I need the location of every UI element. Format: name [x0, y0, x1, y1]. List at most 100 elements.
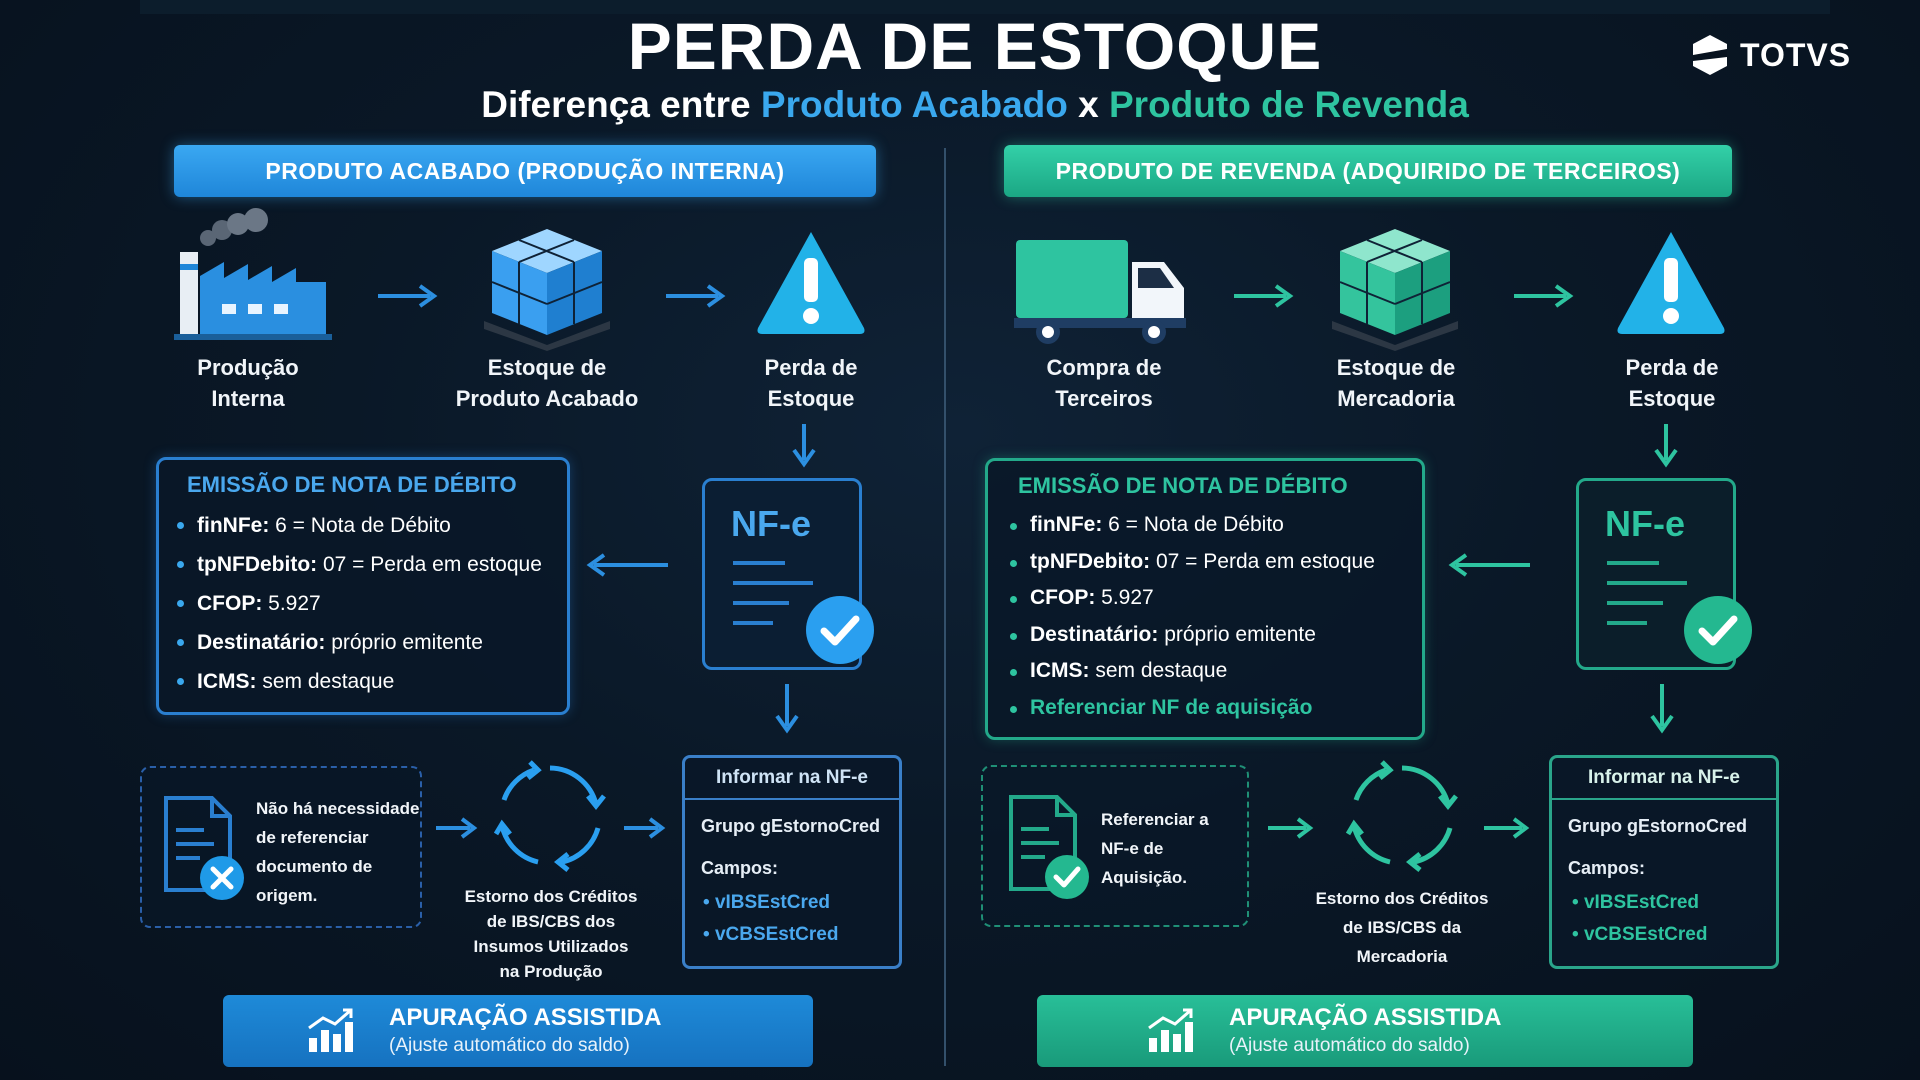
arrow-left-icon: [586, 553, 668, 577]
box-title: EMISSÃO DE NOTA DE DÉBITO: [187, 472, 517, 497]
reference-line: Não há necessidade: [256, 799, 420, 818]
doc-line: [733, 621, 773, 625]
nfe-label: NF-e: [1605, 503, 1685, 544]
doc-line: [733, 581, 813, 585]
step-label: Produção Interna: [148, 352, 348, 414]
info-head: Informar na NF-e: [685, 758, 899, 800]
warning-icon: [1617, 232, 1725, 334]
bar-text: APURAÇÃO ASSISTIDA (Ajuste automático do…: [1229, 1003, 1501, 1059]
subtitle-sep: x: [1078, 84, 1099, 125]
bar-title: APURAÇÃO ASSISTIDA: [389, 1004, 662, 1031]
info-group: Grupo gEstornoCred: [1568, 816, 1747, 836]
reference-line: documento de: [256, 857, 373, 876]
cycle-line: Mercadoria: [1356, 947, 1448, 966]
page-title: PERDA DE ESTOQUE: [627, 9, 1323, 83]
arrow-right-icon: [1234, 284, 1294, 308]
reference-line: de referenciar: [256, 828, 369, 847]
assisted-calc-bar: APURAÇÃO ASSISTIDA (Ajuste automático do…: [223, 995, 813, 1067]
info-field: • vCBSEstCred: [1572, 924, 1708, 945]
truck-icon: [1014, 240, 1186, 344]
debit-note-box: EMISSÃO DE NOTA DE DÉBITO finNFe: 6 = No…: [156, 457, 570, 715]
page-subtitle: Diferença entre Produto Acabado x Produt…: [0, 84, 1920, 126]
note-item: Destinatário: próprio emitente: [1008, 617, 1375, 654]
note-item: ICMS: sem destaque: [1008, 653, 1375, 690]
note-item: finNFe: 6 = Nota de Débito: [175, 506, 542, 545]
note-item: CFOP: 5.927: [1008, 580, 1375, 617]
arrow-right-icon: [1268, 817, 1314, 839]
subtitle-right: Produto de Revenda: [1109, 84, 1469, 125]
cycle-label: Estorno dos Créditos de IBS/CBS dos Insu…: [446, 884, 656, 984]
info-box: Informar na NF-e Grupo gEstornoCred Camp…: [1549, 755, 1779, 969]
note-item: CFOP: 5.927: [175, 584, 542, 623]
boxes-icon: [1332, 229, 1458, 351]
doc-line: [1607, 601, 1663, 605]
reference-box: Referenciar a NF-e de Aquisição.: [981, 765, 1249, 927]
step-label: Estoque de Mercadoria: [1306, 352, 1486, 414]
step-label-line: Estoque de: [487, 355, 607, 380]
step-label-line: Estoque: [1628, 386, 1716, 411]
left-header: PRODUTO ACABADO (PRODUÇÃO INTERNA): [174, 145, 876, 197]
arrow-left-icon: [1448, 553, 1530, 577]
factory-icon: [174, 208, 332, 340]
right-header: PRODUTO DE REVENDA (ADQUIRIDO DE TERCEIR…: [1004, 145, 1732, 197]
note-item: finNFe: 6 = Nota de Débito: [1008, 507, 1375, 544]
chart-growth-icon: [308, 1008, 353, 1052]
note-item: Destinatário: próprio emitente: [175, 623, 542, 662]
step-label-line: Mercadoria: [1337, 386, 1455, 411]
cycle-line: Estorno dos Créditos: [464, 887, 638, 906]
info-fields-label: Campos:: [1568, 858, 1646, 878]
subtitle-left: Produto Acabado: [760, 84, 1068, 125]
check-badge-icon: [1684, 596, 1752, 664]
doc-line: [733, 561, 785, 565]
reference-line: NF-e de: [1101, 839, 1164, 858]
totvs-logo-icon: [1693, 35, 1727, 75]
step-label: Estoque de Produto Acabado: [432, 352, 662, 414]
doc-line: [1607, 581, 1687, 585]
note-list: finNFe: 6 = Nota de Débito tpNFDebito: 0…: [1008, 507, 1375, 726]
step-label-line: Estoque: [767, 386, 855, 411]
bar-subtitle: (Ajuste automático do saldo): [1229, 1035, 1470, 1056]
reference-line: Referenciar a: [1101, 810, 1209, 829]
info-box: Informar na NF-e Grupo gEstornoCred Camp…: [682, 755, 902, 969]
note-item: tpNFDebito: 07 = Perda em estoque: [1008, 544, 1375, 581]
step-label-line: Perda de: [764, 355, 858, 380]
reference-line: origem.: [256, 886, 318, 905]
document-check-icon: [1009, 795, 1089, 899]
cycle-label: Estorno dos Créditos de IBS/CBS da Merca…: [1298, 884, 1506, 971]
cycle-line: Estorno dos Créditos: [1315, 889, 1489, 908]
info-field: • vIBSEstCred: [703, 892, 831, 913]
arrow-right-icon: [378, 284, 438, 308]
note-item: tpNFDebito: 07 = Perda em estoque: [175, 545, 542, 584]
doc-line: [733, 601, 789, 605]
check-badge-icon: [806, 596, 874, 664]
step-label-line: Produto Acabado: [455, 386, 639, 411]
warning-icon: [757, 232, 865, 334]
column-divider: [944, 148, 946, 1066]
note-item: ICMS: sem destaque: [175, 662, 542, 701]
cycle-line: Insumos Utilizados: [473, 937, 629, 956]
cycle-line: de IBS/CBS da: [1342, 918, 1462, 937]
nfe-label: NF-e: [731, 503, 811, 544]
logo-text: TOTVS: [1740, 36, 1852, 73]
arrow-down-icon: [1654, 424, 1678, 468]
cycle-line: de IBS/CBS dos: [486, 912, 616, 931]
arrow-down-icon: [1650, 684, 1674, 734]
bar-subtitle: (Ajuste automático do saldo): [389, 1035, 630, 1056]
step-label-line: Terceiros: [1055, 386, 1153, 411]
arrow-down-icon: [775, 684, 799, 734]
info-fields-label: Campos:: [701, 858, 779, 878]
arrow-right-icon: [1484, 817, 1530, 839]
info-field: • vIBSEstCred: [1572, 892, 1700, 913]
totvs-logo: TOTVS: [1690, 32, 1851, 78]
step-label: Perda de Estoque: [1592, 352, 1752, 414]
note-list: finNFe: 6 = Nota de Débito tpNFDebito: 0…: [175, 506, 542, 701]
doc-line: [1607, 621, 1647, 625]
bar-title: APURAÇÃO ASSISTIDA: [1229, 1004, 1502, 1031]
info-head: Informar na NF-e: [1552, 758, 1776, 800]
doc-line: [1607, 561, 1659, 565]
step-label-line: Interna: [211, 386, 285, 411]
reference-box: Não há necessidade de referenciar docume…: [140, 766, 422, 928]
step-label: Compra de Terceiros: [1014, 352, 1194, 414]
subtitle-prefix: Diferença entre: [481, 84, 751, 125]
step-label-line: Compra de: [1046, 355, 1162, 380]
